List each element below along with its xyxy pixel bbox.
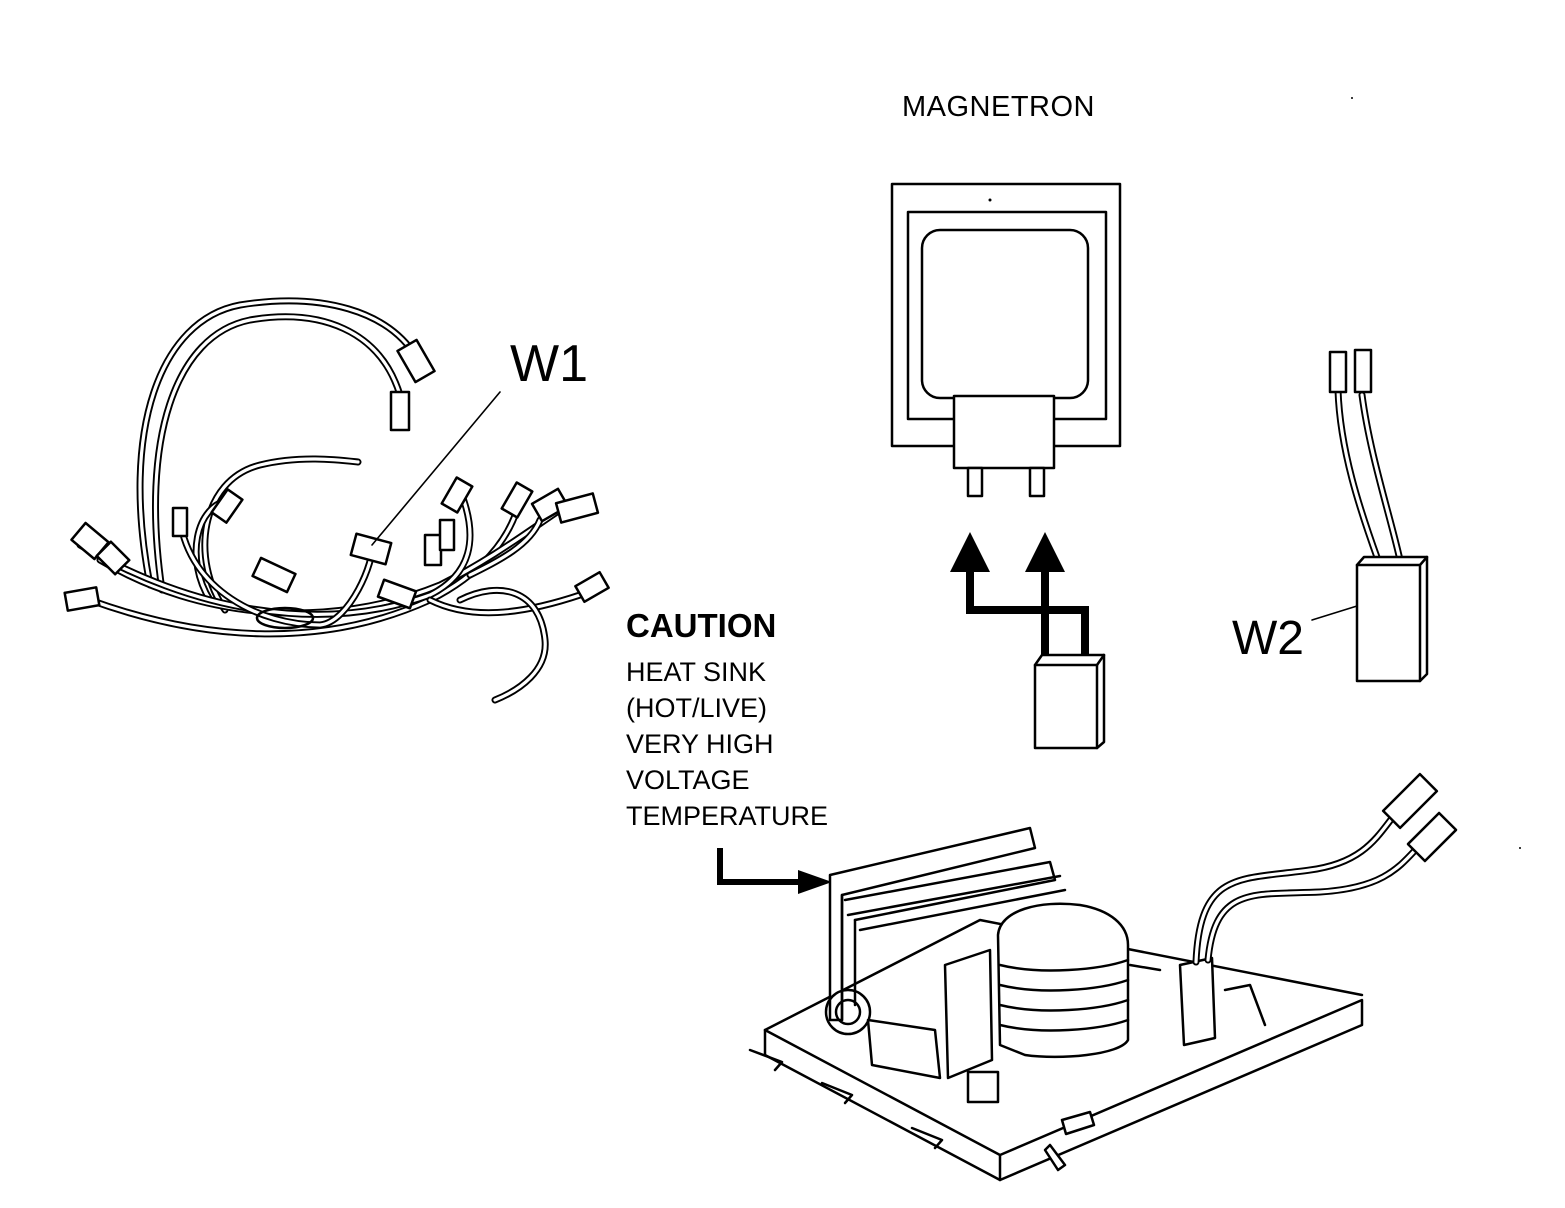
caution-title: CAUTION bbox=[626, 607, 777, 644]
magnetron-connection-arrows bbox=[950, 532, 1089, 660]
caution-line: (HOT/LIVE) bbox=[626, 693, 768, 723]
caution-arrow bbox=[717, 848, 832, 894]
caution-line: TEMPERATURE bbox=[626, 801, 829, 831]
w1-label: W1 bbox=[510, 335, 588, 393]
w2-lead bbox=[1311, 348, 1429, 683]
caution-line: HEAT SINK bbox=[626, 657, 767, 687]
caution-line: VERY HIGH bbox=[626, 729, 774, 759]
caution-text: HEAT SINK (HOT/LIVE) VERY HIGH VOLTAGE T… bbox=[626, 654, 828, 834]
caution-line: VOLTAGE bbox=[626, 765, 750, 795]
magnetron bbox=[890, 182, 1122, 498]
inverter-board bbox=[748, 772, 1458, 1182]
w2-label: W2 bbox=[1232, 612, 1304, 665]
capacitor-block bbox=[1033, 653, 1106, 750]
w1-wire-harness bbox=[63, 297, 610, 704]
magnetron-label: MAGNETRON bbox=[902, 91, 1095, 123]
